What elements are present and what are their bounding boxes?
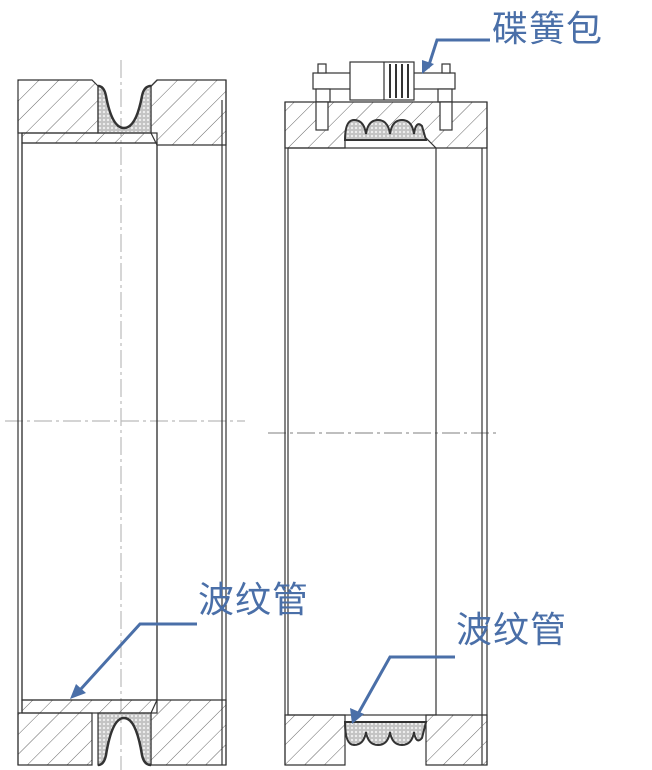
bottom-bellows bbox=[343, 721, 428, 747]
label-bellows-right: 波纹管 bbox=[456, 610, 568, 651]
label-disc-spring-pack: 碟簧包 bbox=[492, 9, 604, 50]
bottom-left-flange bbox=[17, 712, 93, 766]
top-left-flange bbox=[17, 79, 99, 134]
inner-tube bbox=[287, 147, 437, 716]
leader-disc-spring bbox=[426, 38, 490, 69]
arrowhead-icon bbox=[422, 60, 434, 74]
right-section-view bbox=[268, 61, 500, 766]
bottom-right-flange bbox=[425, 714, 488, 766]
arrowhead-icon bbox=[70, 684, 86, 699]
bottom-liner bbox=[21, 699, 158, 714]
bottom-right-flange bbox=[150, 699, 227, 766]
top-bellows bbox=[343, 118, 428, 141]
arrowhead-icon bbox=[350, 708, 364, 724]
annotation-leaders bbox=[70, 38, 490, 724]
leader-bellows-left bbox=[78, 622, 197, 692]
disc-spring-pack bbox=[312, 61, 456, 103]
bottom-left-flange bbox=[284, 714, 346, 766]
leader-bellows-right bbox=[356, 655, 455, 715]
top-liner bbox=[21, 132, 158, 144]
top-right-flange bbox=[150, 79, 227, 146]
label-bellows-left: 波纹管 bbox=[198, 580, 310, 621]
left-section-view bbox=[5, 60, 245, 770]
